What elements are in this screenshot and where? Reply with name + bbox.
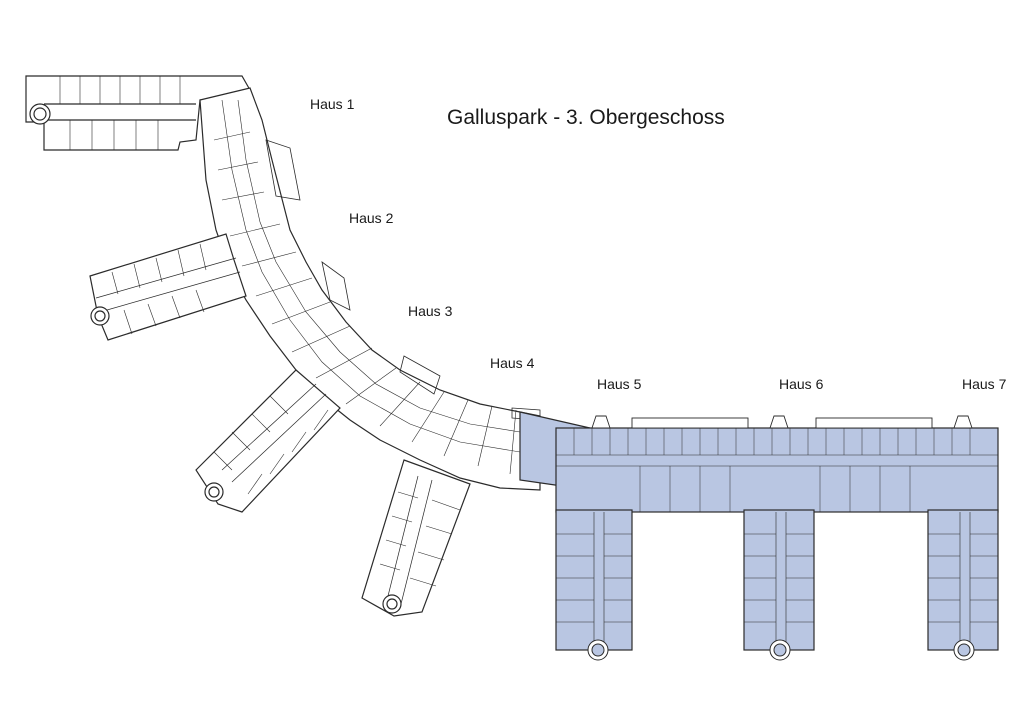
plan-title: Galluspark - 3. Obergeschoss — [447, 106, 725, 129]
label-haus-7: Haus 7 — [962, 376, 1007, 392]
wing-haus-4 — [361, 459, 471, 617]
label-haus-1: Haus 1 — [310, 96, 355, 112]
wing-haus-1 — [25, 75, 251, 151]
highlighted-area — [519, 411, 999, 651]
label-haus-6: Haus 6 — [779, 376, 824, 392]
wing-haus-3 — [195, 369, 341, 513]
label-haus-2: Haus 2 — [349, 210, 394, 226]
stair-towers — [587, 639, 975, 661]
highlighted-interior — [556, 454, 998, 650]
wing-haus-2 — [89, 233, 247, 341]
glazing-boxes — [591, 415, 973, 429]
label-haus-4: Haus 4 — [490, 355, 535, 371]
room-dividers — [556, 428, 998, 623]
label-haus-3: Haus 3 — [408, 303, 453, 319]
label-haus-5: Haus 5 — [597, 376, 642, 392]
